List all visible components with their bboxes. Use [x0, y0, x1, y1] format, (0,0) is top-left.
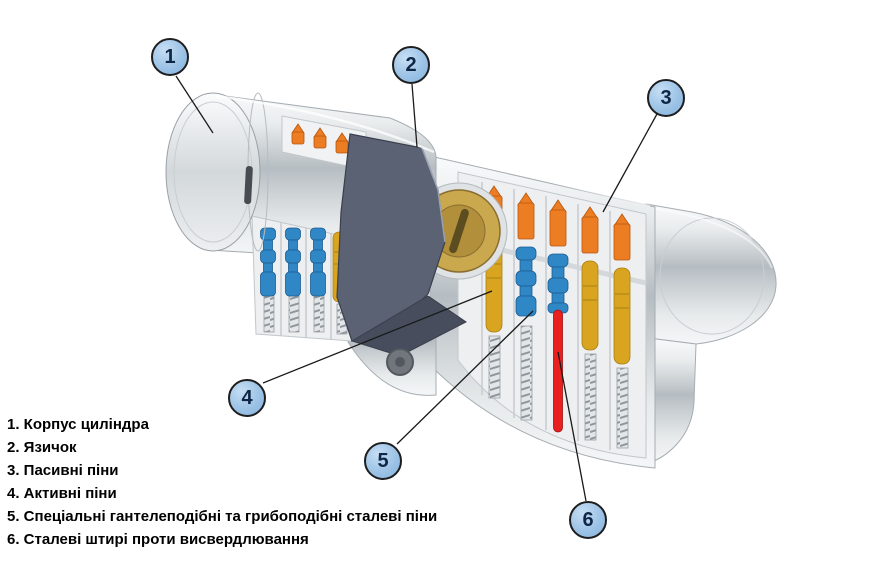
cutaway-interior-left	[251, 215, 353, 342]
callout-number: 4	[241, 386, 253, 409]
leader-lines	[175, 75, 658, 502]
keyway-icon	[449, 208, 469, 254]
legend-item: 1. Корпус циліндра	[7, 416, 149, 433]
callout-4: 4	[228, 379, 266, 417]
cam-tongue	[336, 133, 467, 357]
legend-item: 3. Пасивні піни	[7, 462, 119, 479]
legend-item: 5. Спеціальні гантелеподібні та грибопод…	[7, 508, 438, 525]
springs	[263, 295, 629, 449]
leader-line-2	[411, 83, 418, 148]
leader-line-4	[262, 290, 493, 384]
anti-drill-pin	[553, 309, 563, 433]
callout-number: 2	[405, 53, 417, 76]
callout-number: 1	[164, 45, 176, 68]
leader-line-5	[396, 310, 534, 445]
legend-item: 4. Активні піни	[7, 485, 117, 502]
legend: 1. Корпус циліндра 2. Язичок 3. Пасивні …	[7, 413, 437, 551]
callout-number: 6	[582, 508, 594, 531]
callout-5: 5	[364, 442, 402, 480]
callout-6: 6	[569, 501, 607, 539]
top-highlights	[215, 94, 651, 207]
callout-3: 3	[647, 79, 685, 117]
callout-number: 3	[660, 86, 672, 109]
callout-number: 5	[377, 449, 389, 472]
leader-line-6	[557, 351, 587, 502]
screw-hole	[386, 348, 414, 376]
leader-line-3	[602, 113, 658, 213]
leader-line-1	[175, 75, 214, 134]
callout-1: 1	[151, 38, 189, 76]
cylinder-front-face	[165, 92, 269, 252]
callout-2: 2	[392, 46, 430, 84]
legend-item: 6. Сталеві штирі проти висвердлювання	[7, 531, 309, 548]
right-end-cap	[645, 203, 777, 465]
legend-item: 2. Язичок	[7, 439, 77, 456]
front-keyway-icon	[244, 166, 253, 205]
